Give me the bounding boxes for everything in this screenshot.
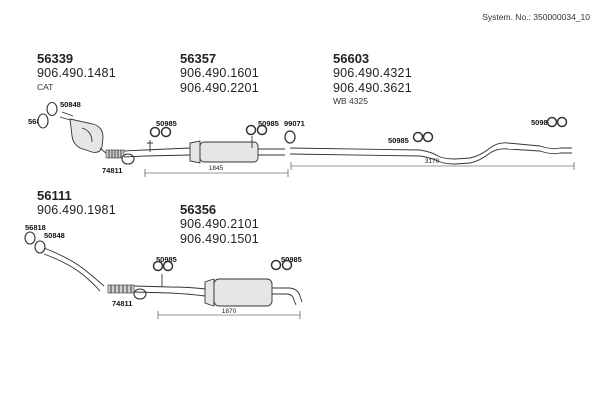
front-muffler [189, 140, 285, 164]
reference-number: 906.490.2101 [180, 217, 259, 231]
part-number-56111: 56111 [37, 188, 72, 203]
callout-50985: 50985 [531, 118, 552, 127]
clamp-ring-icon [284, 130, 296, 144]
part-number-56603: 56603 [333, 51, 370, 66]
callout-50985: 50985 [156, 255, 177, 264]
reference-number: 906.490.1601 [180, 66, 259, 80]
gasket-ring-icon [37, 101, 58, 129]
reference-number: 906.490.4321 [333, 66, 412, 80]
part-number-56357: 56357 [180, 51, 217, 66]
rubber-hanger-icon [152, 260, 174, 287]
part-number-56339: 56339 [37, 51, 74, 66]
front-pipe [43, 247, 105, 292]
pipe-clamp-icon [133, 288, 147, 300]
rubber-hanger-icon [546, 116, 568, 128]
part-number-56356: 56356 [180, 202, 217, 217]
part-note-wb: WB 4325 [333, 96, 368, 106]
dimension-1870: 1870 [222, 308, 237, 315]
pipe-clamp-icon [121, 153, 135, 165]
callout-50985: 50985 [388, 136, 409, 145]
callout-74811: 74811 [102, 166, 123, 175]
callout-74811: 74811 [112, 299, 133, 308]
reference-number: 906.490.3621 [333, 81, 412, 95]
callout-99071: 99071 [284, 119, 305, 128]
part-note-cat: CAT [37, 82, 54, 92]
reference-number: 906.490.1501 [180, 232, 259, 246]
rubber-hanger-icon [270, 259, 293, 271]
callout-50985: 50985 [281, 255, 302, 264]
callout-56818: 56818 [25, 223, 46, 232]
reference-number: 906.490.1481 [37, 66, 116, 80]
callout-50985: 50985 [156, 119, 177, 128]
reference-number: 906.490.2201 [180, 81, 259, 95]
rubber-hanger-icon [412, 131, 434, 143]
rubber-hanger-icon [245, 124, 268, 148]
dimension-1845: 1845 [209, 165, 224, 172]
flex-bellows [105, 149, 125, 159]
dimension-3170: 3170 [425, 158, 440, 165]
rear-muffler [204, 278, 303, 307]
callout-50985: 50985 [258, 119, 279, 128]
catalytic-converter [59, 111, 108, 155]
reference-number: 906.490.1981 [37, 203, 116, 217]
rubber-hanger-icon [147, 126, 172, 152]
callout-50848: 50848 [60, 100, 81, 109]
gasket-ring-icon [24, 231, 46, 254]
flex-bellows [107, 284, 135, 294]
middle-pipe [289, 142, 572, 165]
callout-50848: 50848 [44, 231, 65, 240]
system-number: System. No.: 350000034_10 [482, 12, 590, 22]
